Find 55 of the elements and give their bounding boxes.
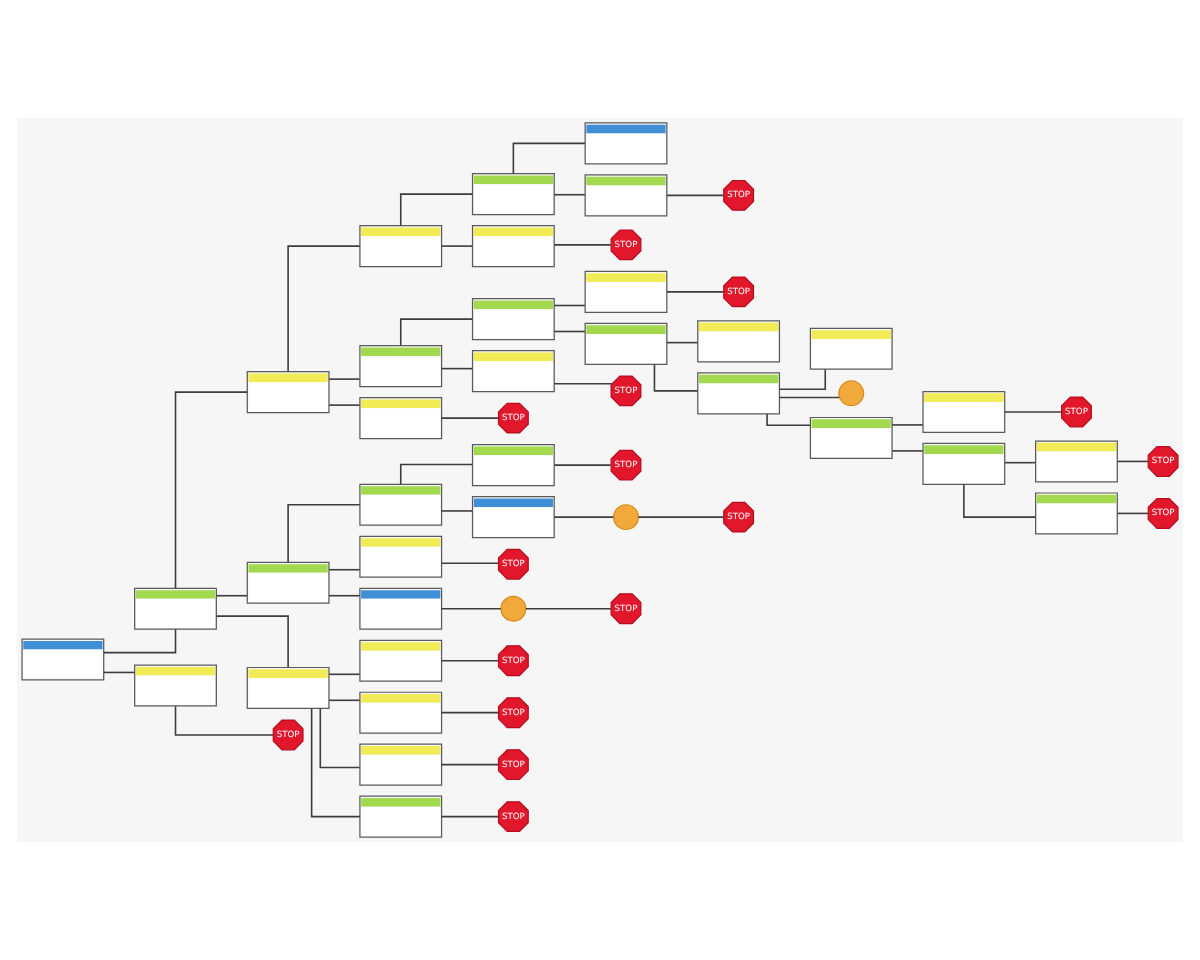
connector	[440, 367, 474, 370]
connector	[1116, 460, 1149, 463]
connector	[553, 304, 586, 307]
connector	[440, 417, 499, 419]
connector	[328, 594, 361, 597]
connector	[215, 594, 248, 597]
connector	[1004, 461, 1037, 464]
node-circle	[838, 380, 865, 407]
connector	[287, 245, 361, 373]
connector	[778, 396, 840, 399]
connector	[553, 193, 586, 196]
connector	[328, 568, 361, 571]
connector	[1116, 512, 1149, 515]
node-circle	[613, 504, 639, 531]
connector	[525, 607, 612, 610]
connector	[666, 291, 725, 293]
connector	[440, 245, 474, 247]
connector	[440, 562, 499, 565]
connector	[440, 659, 499, 662]
connector	[553, 516, 615, 518]
connector	[963, 483, 1037, 518]
connector	[666, 194, 725, 197]
connector	[215, 615, 289, 668]
connector	[666, 341, 699, 344]
connector	[319, 707, 361, 769]
connector	[637, 516, 725, 518]
connector	[440, 607, 502, 610]
connector	[553, 244, 612, 246]
connector	[103, 671, 136, 674]
connector	[174, 391, 248, 589]
connector	[440, 711, 499, 714]
connector	[328, 378, 361, 380]
connector	[553, 330, 586, 333]
connector	[310, 707, 361, 818]
connector	[891, 450, 924, 452]
connector	[440, 815, 499, 818]
connector	[399, 193, 474, 227]
connector	[328, 699, 361, 702]
connector	[287, 503, 361, 564]
node-circle	[500, 595, 527, 622]
connector	[512, 142, 586, 175]
connector	[328, 404, 361, 406]
connector	[891, 424, 924, 426]
connector	[399, 318, 474, 347]
connector	[653, 363, 699, 392]
connector	[103, 628, 177, 654]
connector	[1004, 411, 1062, 413]
connector	[766, 413, 811, 427]
connector	[440, 763, 499, 766]
connector	[779, 368, 827, 391]
connector	[328, 673, 361, 676]
connector	[440, 510, 474, 512]
connector	[174, 705, 274, 736]
connector	[553, 464, 612, 466]
connector	[553, 382, 613, 385]
